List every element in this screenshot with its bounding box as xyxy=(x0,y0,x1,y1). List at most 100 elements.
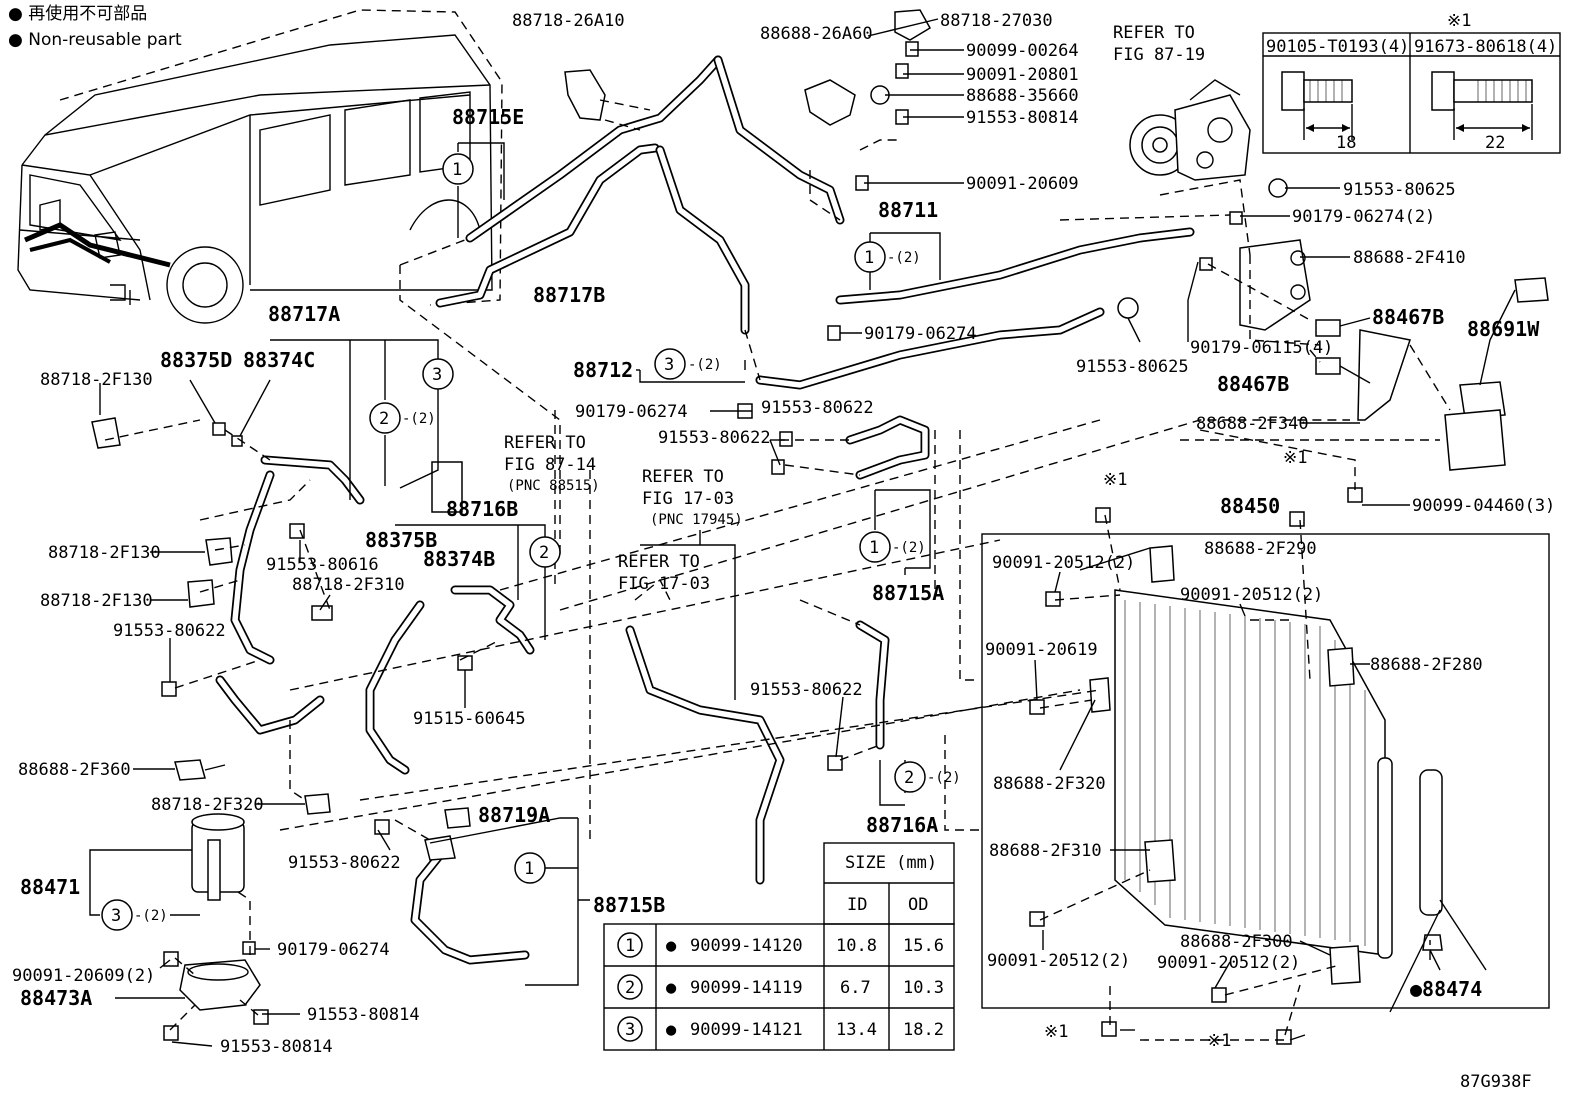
label-88716B: 88716B xyxy=(446,497,518,521)
bolt-b-label: 91673-80618(4) xyxy=(1414,37,1557,57)
mark-b: ※1 xyxy=(1283,448,1307,468)
label-90091-20512-b: 90091-20512(2) xyxy=(1180,585,1323,605)
refer-17-03-a-line3: (PNC 17945) xyxy=(650,512,743,528)
pipes xyxy=(215,55,1195,965)
label-88716A: 88716A xyxy=(866,813,938,837)
bolt-b-icon xyxy=(1431,71,1533,111)
bolt-icons xyxy=(161,41,1363,1045)
size-row-2-id: 6.7 xyxy=(840,978,871,998)
refer-87-14-line3: (PNC 88515) xyxy=(507,478,600,494)
size-row-2-num: 2 xyxy=(625,978,635,998)
label-90099-00264: 90099-00264 xyxy=(966,41,1079,61)
callout-circle-1-d xyxy=(514,852,546,884)
callout-3-a: 3 xyxy=(664,355,674,375)
refer-87-14-line2: FIG 87-14 xyxy=(504,455,596,475)
size-row-2: 2 ● 90099-14119 6.7 10.3 xyxy=(617,974,944,1000)
legend: ● 再使用不可部品 ● Non-reusable part xyxy=(8,3,182,50)
size-col-od: OD xyxy=(908,895,928,915)
label-91553-80622-d: 91553-80622 xyxy=(288,853,401,873)
label-90179-06274-mid: 90179-06274 xyxy=(864,324,977,344)
callout-qty-b: -(2) xyxy=(688,357,722,373)
size-row-2-part: 90099-14119 xyxy=(690,978,803,998)
callout-qty-e: -(2) xyxy=(927,770,961,786)
label-91553-80622-c: 91553-80622 xyxy=(113,621,226,641)
label-88473A: 88473A xyxy=(20,986,92,1010)
refer-17-03-a-line2: FIG 17-03 xyxy=(642,489,734,509)
refer-87-14-line1: REFER TO xyxy=(504,433,586,453)
size-header: SIZE (mm) xyxy=(845,853,937,873)
callout-circle-3-c xyxy=(101,899,133,931)
van-illustration xyxy=(17,9,503,324)
label-90091-20801: 90091-20801 xyxy=(966,65,1079,85)
label-88719A: 88719A xyxy=(478,803,550,827)
label-88715E: 88715E xyxy=(452,105,524,129)
legend-non-reusable: ● Non-reusable part xyxy=(8,30,182,50)
label-90179-06274-left: 90179-06274 xyxy=(575,402,688,422)
bracket-icon xyxy=(804,79,856,126)
callout-2-b: 2 xyxy=(539,543,549,563)
bolt-spec-box: ※1 90105-T0193(4) 91673-80618(4) 18 xyxy=(1262,11,1561,154)
label-88715A: 88715A xyxy=(872,581,944,605)
label-91515-60645: 91515-60645 xyxy=(413,709,526,729)
label-88688-2F300: 88688-2F300 xyxy=(1180,932,1293,952)
label-88718-27030: 88718-27030 xyxy=(940,11,1053,31)
label-90091-20512-a: 90091-20512(2) xyxy=(992,553,1135,573)
legend-japanese: ● 再使用不可部品 xyxy=(8,3,147,24)
label-88718-2F320: 88718-2F320 xyxy=(151,795,264,815)
label-91553-80622-e: 91553-80622 xyxy=(750,680,863,700)
callout-circle-1-a xyxy=(442,153,474,185)
callout-1-b: 1 xyxy=(864,248,874,268)
callout-circle-3-b xyxy=(422,358,454,390)
bolt-b-length: 22 xyxy=(1485,133,1505,153)
label-88688-2F310: 88688-2F310 xyxy=(989,841,1102,861)
label-88688-35660: 88688-35660 xyxy=(966,86,1079,106)
callout-2-a: 2 xyxy=(379,409,389,429)
callout-1-d: 1 xyxy=(524,859,534,879)
leader-lines xyxy=(104,99,1451,1041)
callout-circle-1-b xyxy=(854,241,886,273)
callout-2-c: 2 xyxy=(904,768,914,788)
label-90179-06274-bot: 90179-06274 xyxy=(277,940,390,960)
condenser-box xyxy=(981,533,1550,1009)
callout-circle-1-c xyxy=(859,531,891,563)
size-row-3-id: 13.4 xyxy=(836,1020,877,1040)
size-row-2-od: 10.3 xyxy=(903,978,944,998)
callout-circle-3-a xyxy=(654,348,686,380)
label-88374C: 88374C xyxy=(243,348,315,372)
label-91553-80625-b: 91553-80625 xyxy=(1076,357,1189,377)
label-90091-20512-d: 90091-20512(2) xyxy=(1157,953,1300,973)
label-91553-80625-a: 91553-80625 xyxy=(1343,180,1456,200)
refer-17-03-b-line2: FIG 17-03 xyxy=(618,574,710,594)
callout-circle-2-c xyxy=(894,761,926,793)
callout-circle-2-b xyxy=(529,536,561,568)
size-row-1-id: 10.8 xyxy=(836,936,877,956)
refer-17-03-b-line1: REFER TO xyxy=(618,552,700,572)
parts xyxy=(91,9,1549,1045)
size-row-3-part: 90099-14121 xyxy=(690,1020,803,1040)
mark-c: ※1 xyxy=(1044,1022,1068,1042)
label-88688-2F320: 88688-2F320 xyxy=(993,774,1106,794)
size-row-1-part: 90099-14120 xyxy=(690,936,803,956)
callout-qty-c: -(2) xyxy=(402,411,436,427)
label-88715B: 88715B xyxy=(593,893,665,917)
label-88474: ●88474 xyxy=(1410,977,1482,1001)
label-88688-2F360: 88688-2F360 xyxy=(18,760,131,780)
size-row-1-num: 1 xyxy=(625,936,635,956)
label-88691W: 88691W xyxy=(1467,317,1540,341)
label-88718-26A10: 88718-26A10 xyxy=(512,11,625,31)
label-88374B: 88374B xyxy=(423,547,495,571)
receiver-icon xyxy=(191,813,245,901)
label-88711: 88711 xyxy=(878,198,938,222)
callout-1-c: 1 xyxy=(869,538,879,558)
label-90091-20609-top: 90091-20609 xyxy=(966,174,1079,194)
bolt-a-length: 18 xyxy=(1336,133,1356,153)
label-91553-80622-a: 91553-80622 xyxy=(761,398,874,418)
size-row-3-dot: ● xyxy=(666,1020,677,1040)
refer-87-19-line1: REFER TO xyxy=(1113,23,1195,43)
bolt-a-icon xyxy=(1281,71,1353,111)
label-88718-2F130-b: 88718-2F130 xyxy=(48,543,161,563)
bolt-a-label: 90105-T0193(4) xyxy=(1266,37,1409,57)
label-88688-2F410: 88688-2F410 xyxy=(1353,248,1466,268)
condenser-core-hatch xyxy=(1124,600,1366,946)
solid-leaders xyxy=(89,18,1487,1047)
